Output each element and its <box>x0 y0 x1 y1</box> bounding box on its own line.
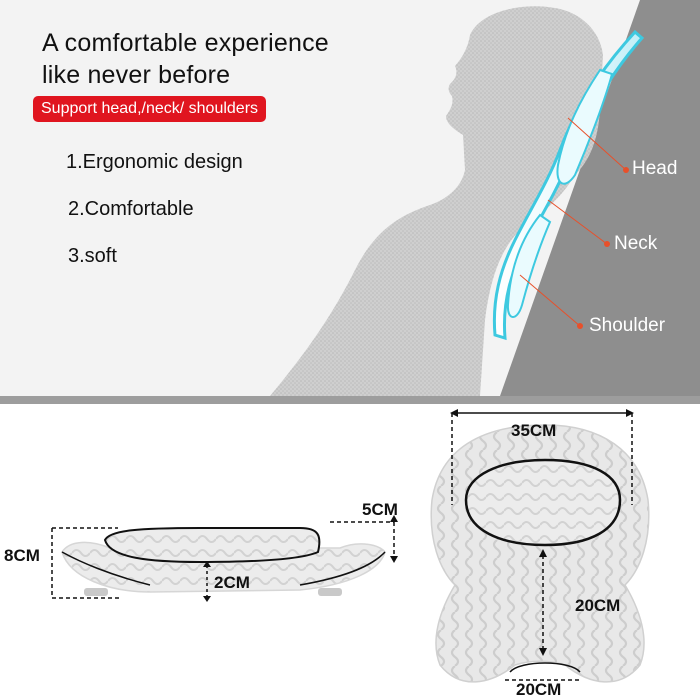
pillow-side-view <box>61 527 386 596</box>
pillow-head-cushion <box>556 68 614 185</box>
callout-shoulder: Shoulder <box>589 315 666 336</box>
neck-callout-dot <box>604 241 610 247</box>
head-callout-dot <box>623 167 629 173</box>
head-callout-line <box>567 117 627 171</box>
pillow-front-view <box>430 424 650 683</box>
dim-label-8cm: 8CM <box>4 546 40 565</box>
neck-callout-line <box>547 199 608 245</box>
callout-head: Head <box>632 158 678 179</box>
panel-divider <box>0 396 700 404</box>
headrest-cushion <box>464 458 622 547</box>
suction-cup-left <box>84 588 108 596</box>
dim-label-35cm: 35CM <box>511 421 557 440</box>
headline-line-1: A comfortable experience <box>42 29 329 57</box>
person-silhouette <box>270 6 603 397</box>
shoulder-callout-line <box>519 274 581 327</box>
feature-1: 1.Ergonomic design <box>66 151 243 173</box>
feature-3: 3.soft <box>68 245 117 267</box>
pillow-shoulder-cushion <box>506 213 552 318</box>
backrest <box>500 0 700 396</box>
dim-label-2cm: 2CM <box>214 573 250 592</box>
dim-label-5cm: 5CM <box>362 500 398 519</box>
feature-2: 2.Comfortable <box>68 198 194 220</box>
shoulder-callout-dot <box>577 323 583 329</box>
dim-label-20cm-horizontal: 20CM <box>516 680 562 699</box>
suction-cup-right <box>318 588 342 596</box>
headline-line-2: like never before <box>42 61 231 89</box>
callout-neck: Neck <box>614 233 658 254</box>
dim-label-20cm-vertical: 20CM <box>575 596 621 615</box>
support-badge: Support head,/neck/ shoulders <box>33 96 267 122</box>
